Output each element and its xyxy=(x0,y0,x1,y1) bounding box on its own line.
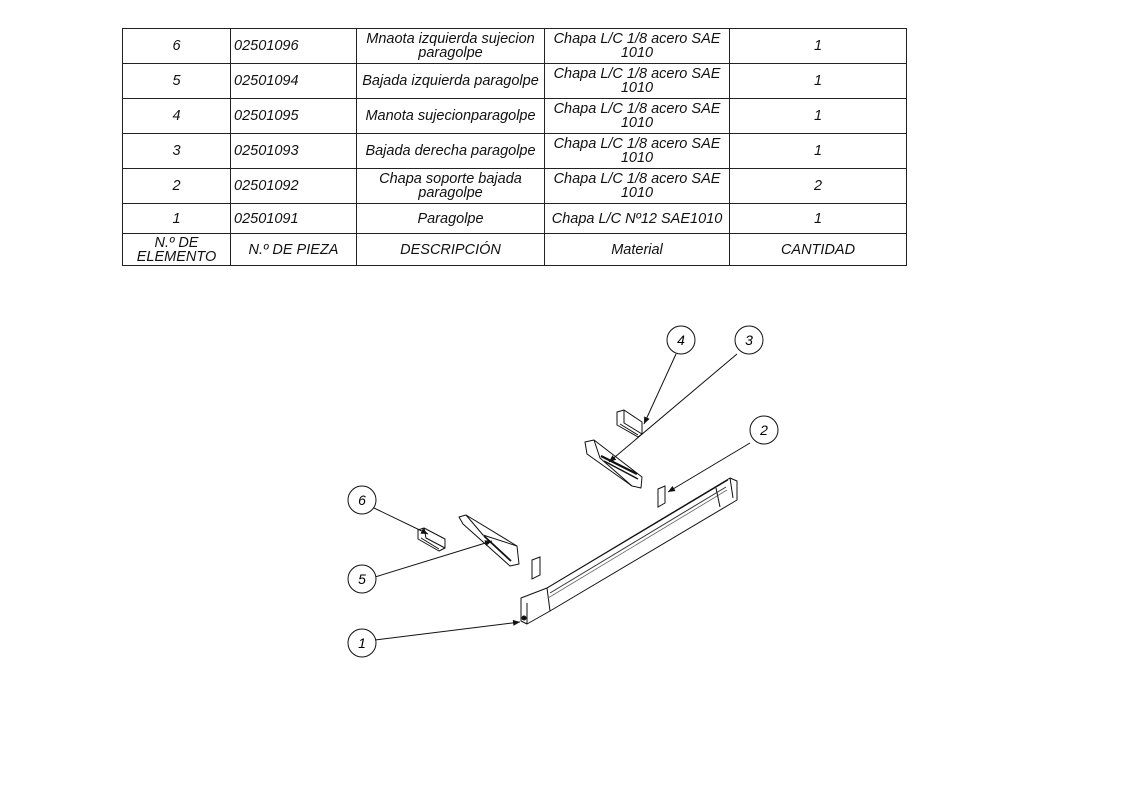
leader-4 xyxy=(643,353,677,425)
quantity: 1 xyxy=(729,63,907,99)
header-material: Material xyxy=(544,233,730,266)
header-description: DESCRIPCIÓN xyxy=(356,233,545,266)
balloon-2: 2 xyxy=(749,415,779,445)
description: Paragolpe xyxy=(356,203,545,234)
quantity: 1 xyxy=(729,203,907,234)
table-row: 3 02501093 Bajada derecha paragolpe Chap… xyxy=(122,133,907,169)
header-quantity: CANTIDAD xyxy=(729,233,907,266)
description: Bajada izquierda paragolpe xyxy=(356,63,545,99)
svg-text:6: 6 xyxy=(358,492,366,508)
part-1-bumper xyxy=(520,477,738,625)
quantity: 1 xyxy=(729,28,907,64)
quantity: 1 xyxy=(729,98,907,134)
leader-2 xyxy=(667,442,751,493)
svg-text:5: 5 xyxy=(358,571,366,587)
balloon-5: 5 xyxy=(347,564,377,594)
element-number: 1 xyxy=(122,203,231,234)
leader-1 xyxy=(374,619,521,641)
svg-text:2: 2 xyxy=(759,422,768,438)
description: Bajada derecha paragolpe xyxy=(356,133,545,169)
table-row: 4 02501095 Manota sujecionparagolpe Chap… xyxy=(122,98,907,134)
quantity: 1 xyxy=(729,133,907,169)
svg-text:3: 3 xyxy=(745,332,753,348)
part-number: 02501094 xyxy=(230,63,357,99)
element-number: 5 xyxy=(122,63,231,99)
leader-5 xyxy=(374,540,493,578)
material: Chapa L/C Nº12 SAE1010 xyxy=(544,203,730,234)
leader-6 xyxy=(373,507,429,535)
table-row: 5 02501094 Bajada izquierda paragolpe Ch… xyxy=(122,63,907,99)
part-2-support-plates xyxy=(531,485,666,580)
part-3-right-bracket xyxy=(584,439,643,489)
svg-text:4: 4 xyxy=(677,332,685,348)
balloon-3: 3 xyxy=(734,325,764,355)
part-4-clamp xyxy=(616,409,643,438)
leader-lines xyxy=(373,353,751,641)
svg-text:1: 1 xyxy=(358,635,366,651)
balloon-1: 1 xyxy=(347,628,377,658)
balloon-4: 4 xyxy=(666,325,696,355)
part-number: 02501093 xyxy=(230,133,357,169)
leader-3 xyxy=(608,353,738,463)
part-number: 02501095 xyxy=(230,98,357,134)
header-part: N.º DE PIEZA xyxy=(230,233,357,266)
balloon-6: 6 xyxy=(347,485,377,515)
part-5-left-bracket xyxy=(458,514,520,567)
table-row: 1 02501091 Paragolpe Chapa L/C Nº12 SAE1… xyxy=(122,203,907,234)
element-number: 3 xyxy=(122,133,231,169)
quantity: 2 xyxy=(729,168,907,204)
